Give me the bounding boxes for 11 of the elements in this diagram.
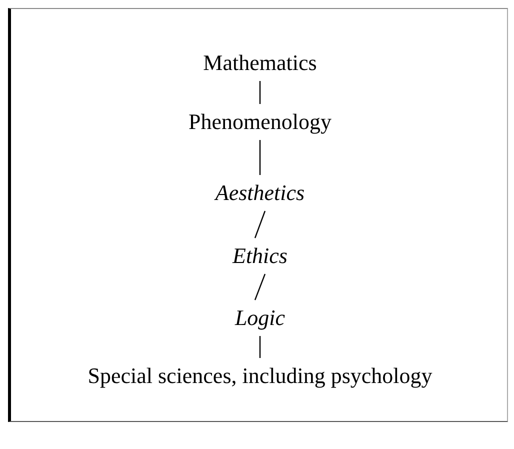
discipline-label: Aesthetics	[190, 175, 330, 211]
connector-line	[254, 274, 266, 300]
discipline-label: Special sciences, including psychology	[60, 358, 460, 394]
discipline-label: Logic	[215, 300, 305, 336]
connector-line	[259, 140, 261, 175]
discipline-label: Phenomenology	[170, 104, 350, 140]
discipline-label: Mathematics	[180, 45, 340, 81]
discipline-label: Ethics	[210, 238, 310, 274]
connector-line	[259, 81, 261, 104]
connector-line	[254, 210, 266, 238]
connector-line	[259, 336, 261, 358]
